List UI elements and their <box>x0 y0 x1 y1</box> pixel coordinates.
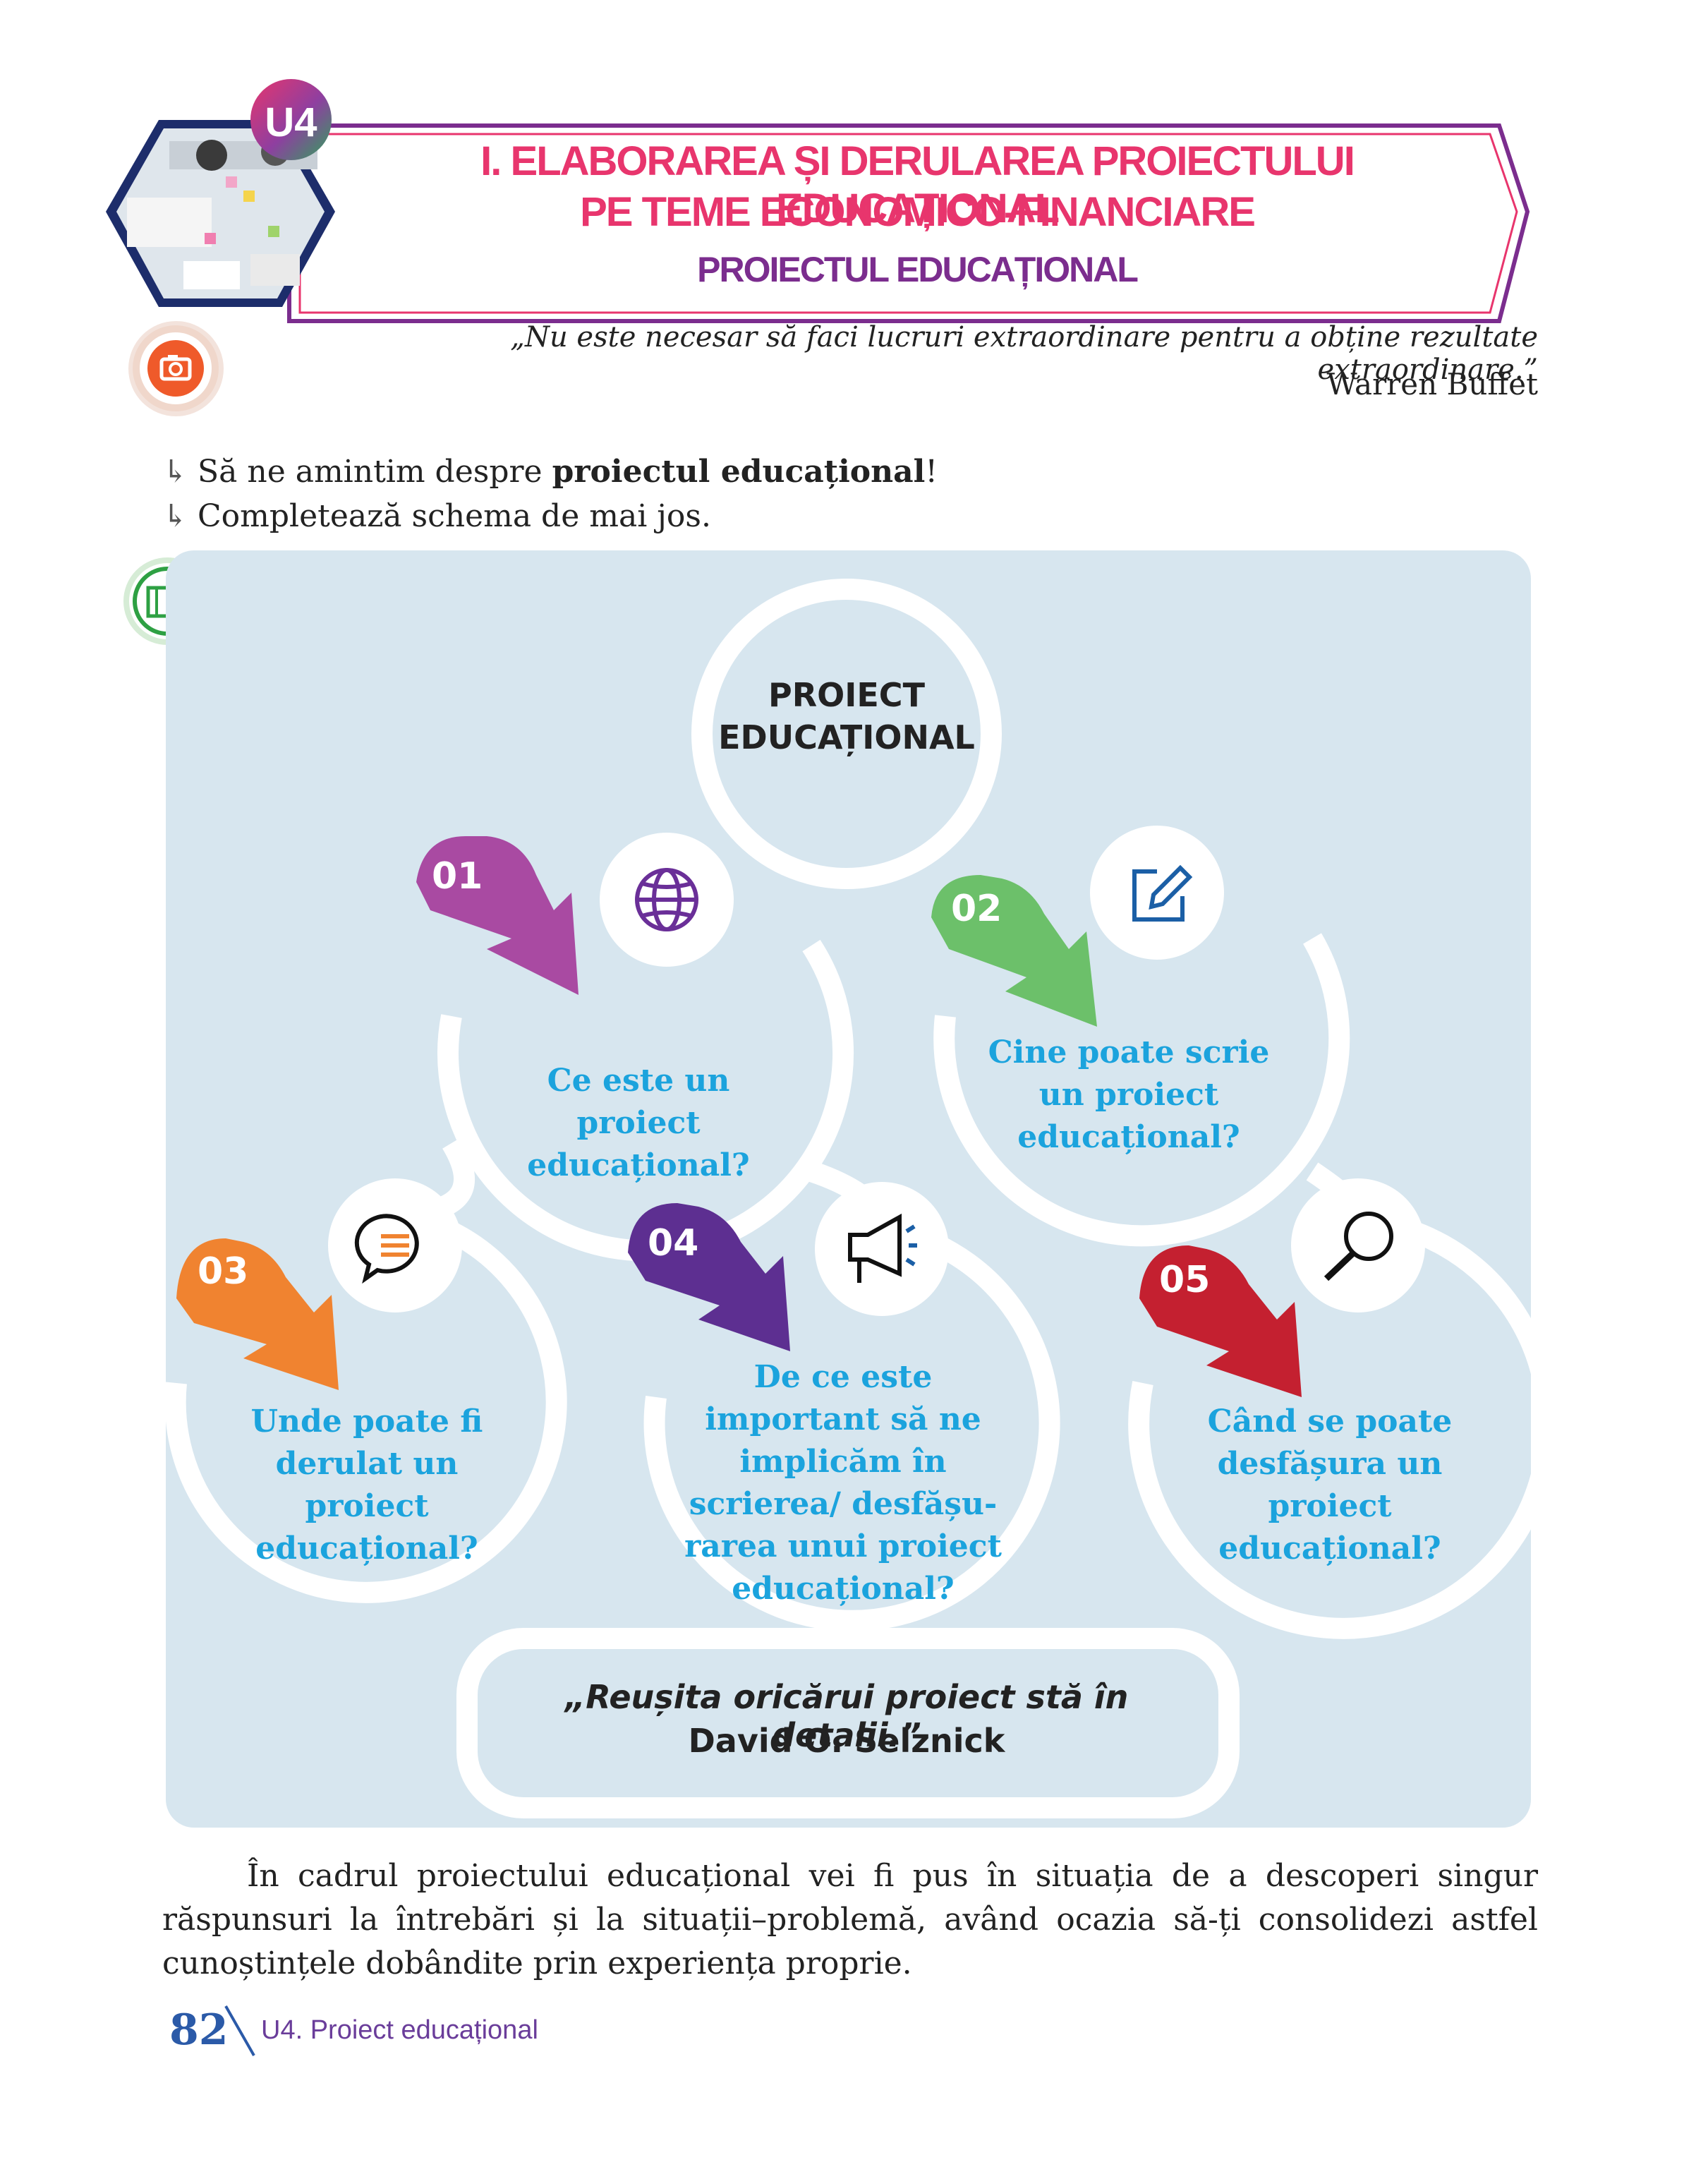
question-04: De ce este important să ne implicăm în s… <box>684 1359 1002 1607</box>
camera-icon <box>128 321 224 416</box>
page-title-line1: I. ELABORAREA ȘI DERULAREA PROIECTULUI E… <box>480 138 1355 231</box>
question-05: Când se poate desfășura un proiect educa… <box>1207 1404 1453 1567</box>
diagram-quote: „Reușita oricărui proiect stă în detalii… <box>564 1678 1129 1754</box>
step-number-01: 01 <box>432 855 483 898</box>
question-01: Ce este un proiect educațional? <box>527 1063 750 1183</box>
instruction-2: ↳Completează schema de mai jos. <box>162 498 711 534</box>
unit-badge-label: U4 <box>265 99 317 145</box>
question-02: Cine poate scrie un proiect educațional? <box>988 1034 1270 1155</box>
step-arrow-03 <box>176 1238 339 1390</box>
page-subtitle: PROIECTUL EDUCAȚIONAL <box>697 250 1139 289</box>
body-paragraph: În cadrul proiectului educațional vei fi… <box>162 1858 1538 1981</box>
step-arrow-02 <box>931 875 1097 1027</box>
globe-icon <box>635 868 698 931</box>
diagram-quote-author: David O. Selznick <box>688 1722 1005 1760</box>
footer-section: U4. Proiect educațional <box>261 2015 538 2045</box>
footer-divider <box>224 2005 255 2056</box>
page-number: 82 <box>169 2005 229 2055</box>
step-arrow-04 <box>628 1203 790 1351</box>
step-number-02: 02 <box>951 888 1003 930</box>
edit-icon <box>1132 864 1193 922</box>
header-frame <box>106 120 1530 323</box>
center-title: PROIECT EDUCAȚIONAL <box>718 676 975 756</box>
question-03: Unde poate fi derulat un proiect educați… <box>250 1404 483 1567</box>
arrow-icon: ↳ <box>162 498 188 534</box>
step-number-03: 03 <box>198 1250 249 1293</box>
arrow-icon: ↳ <box>162 454 188 490</box>
instruction-1: ↳Să ne amintim despre proiectul educațio… <box>162 454 938 490</box>
page-title-line2: PE TEME ECONOMICO-FINANCIARE <box>580 189 1256 235</box>
unit-badge <box>250 79 332 160</box>
step-arrow-05 <box>1139 1245 1302 1397</box>
step-number-04: 04 <box>648 1222 699 1264</box>
magnifier-icon <box>1324 1212 1393 1281</box>
step-arrow-01 <box>416 836 579 995</box>
motto-author: Warren Buffet <box>1326 367 1538 402</box>
step-number-05: 05 <box>1159 1259 1211 1301</box>
motto-quote: „Nu este necesar să faci lucruri extraor… <box>510 321 1538 386</box>
megaphone-icon <box>848 1213 917 1283</box>
chat-icon <box>354 1214 419 1284</box>
